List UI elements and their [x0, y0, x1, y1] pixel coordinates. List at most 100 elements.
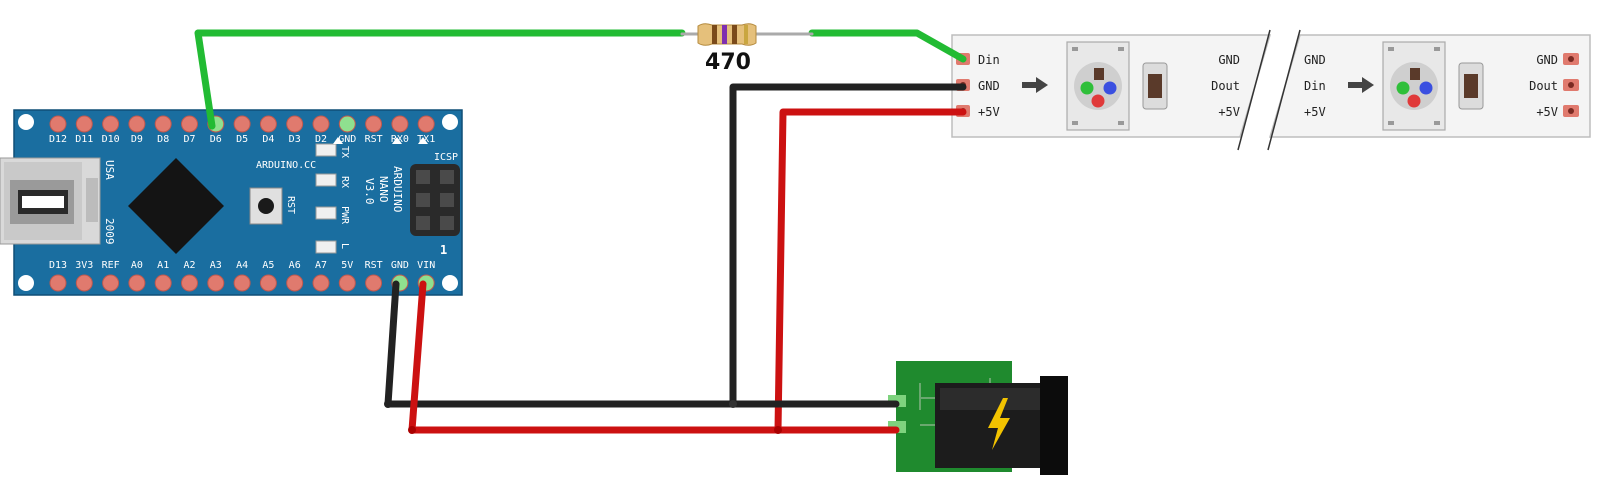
- label-gnd: GND: [978, 79, 1000, 93]
- pin-top_pins-5: [181, 115, 198, 133]
- dc-power-jack: [888, 361, 1068, 475]
- pin-label: A4: [236, 260, 248, 271]
- status-leds: [315, 143, 337, 254]
- data-wire: [194, 29, 686, 130]
- pin-top_pins-13: [391, 115, 409, 133]
- led-pwr-label: PWR: [339, 206, 350, 225]
- pin-top_pins-2: [102, 115, 120, 133]
- pin-bottom_pins-0: [49, 274, 67, 292]
- pin-label: D13: [49, 260, 67, 271]
- pin-label: REF: [102, 260, 120, 271]
- label-seg2-out-5v: +5V: [1536, 105, 1558, 119]
- pin-label: VIN: [417, 260, 435, 271]
- pin-bottom_pins-2: [102, 274, 120, 292]
- resistor-470: [680, 23, 814, 46]
- led-tx-label: TX: [339, 146, 350, 158]
- pin-bottom_pins-9: [286, 274, 304, 292]
- pin-label: D10: [102, 134, 120, 145]
- led-rx-label: RX: [339, 176, 350, 188]
- lightning-bolt-icon: [988, 398, 1010, 450]
- pin-label: RST: [365, 260, 383, 271]
- rgb-led-icon: [1382, 41, 1446, 131]
- pin-label: D2: [315, 134, 327, 145]
- label-5v: +5V: [978, 105, 1000, 119]
- rx-arrow-icon: [392, 137, 402, 144]
- label-seg1-gnd: GND: [1218, 53, 1240, 67]
- pin-label: D8: [157, 134, 169, 145]
- brand-label: ARDUINO.CC: [256, 160, 316, 171]
- pin-label: D7: [183, 134, 195, 145]
- pin-bottom_pins-11: [338, 274, 356, 292]
- microcontroller-chip: [128, 158, 224, 254]
- pin-label: TX1: [417, 134, 435, 145]
- pin-label: GND: [338, 134, 356, 145]
- reset-button[interactable]: [249, 187, 283, 225]
- pin-label: A5: [262, 260, 274, 271]
- pin-label: D9: [131, 134, 143, 145]
- pin-top_pins-8: [259, 115, 277, 133]
- smd-resistor-icon: [1458, 62, 1484, 110]
- pin-label: A6: [289, 260, 301, 271]
- strip-cut-line-2: [1267, 29, 1301, 151]
- pin-label: GND: [391, 260, 409, 271]
- pin-bottom_pins-4: [154, 274, 172, 292]
- board-name-line1: ARDUINO: [391, 166, 404, 212]
- led-l-label: L: [339, 243, 350, 249]
- pin-label: A7: [315, 260, 327, 271]
- label-seg2-gnd: GND: [1304, 53, 1326, 67]
- data-wire-strip: [808, 29, 967, 63]
- gnd-wire-strip: [729, 83, 967, 408]
- pin-bottom_pins-12: [365, 274, 383, 292]
- arrow-right-icon: [1022, 77, 1048, 93]
- rgb-led-icon: [1066, 41, 1130, 131]
- year-label: 2009: [103, 218, 116, 245]
- power-wire-strip: [774, 108, 967, 434]
- arrow-right-icon: [1348, 77, 1374, 93]
- wires: 470: [194, 23, 967, 434]
- icsp-arrow-icon: [418, 137, 428, 144]
- strip-cut-line-1: [1237, 29, 1271, 151]
- pin-bottom_pins-3: [128, 274, 146, 292]
- pin-label: D11: [75, 134, 93, 145]
- label-seg1-dout: Dout: [1211, 79, 1240, 93]
- pin-top_pins-4: [154, 115, 172, 133]
- smd-resistor-icon: [1142, 62, 1168, 110]
- usa-label: USA: [103, 160, 116, 180]
- label-din: Din: [978, 53, 1000, 67]
- pin-bottom_pins-5: [181, 274, 198, 292]
- label-seg1-5v: +5V: [1218, 105, 1240, 119]
- pin-label: A1: [157, 260, 169, 271]
- pin-bottom_pins-1: [75, 274, 93, 292]
- icsp-header: [410, 164, 460, 236]
- icsp-pin1-label: 1: [440, 243, 447, 257]
- pin-top_pins-7: [233, 115, 251, 133]
- tx-arrow-icon: [333, 137, 343, 144]
- pin-top_pins-0: [49, 115, 67, 133]
- pin-label: D6: [210, 134, 222, 145]
- resistor-value-label: 470: [705, 50, 751, 75]
- pin-label: A0: [131, 260, 143, 271]
- usb-connector-icon: [0, 157, 101, 245]
- pin-label: 5V: [341, 260, 353, 271]
- pin-bottom_pins-8: [259, 274, 277, 292]
- pin-label: A2: [183, 260, 195, 271]
- pin-top_pins-10: [312, 115, 330, 133]
- label-seg2-dout: Dout: [1529, 79, 1558, 93]
- power-wire-arduino: [408, 280, 900, 434]
- gnd-wire-arduino: [384, 280, 900, 408]
- pin-top_pins-1: [75, 115, 93, 133]
- pin-top_pins-9: [286, 115, 304, 133]
- pin-label: D3: [289, 134, 301, 145]
- pin-bottom_pins-7: [233, 274, 251, 292]
- pin-bottom_pins-6: [207, 274, 225, 292]
- icsp-label: ICSP: [434, 152, 458, 163]
- label-seg2-din: Din: [1304, 79, 1326, 93]
- pin-label: RX0: [391, 134, 409, 145]
- pin-bottom_pins-10: [312, 274, 330, 292]
- pin-label: D12: [49, 134, 67, 145]
- pin-label: 3V3: [75, 260, 93, 271]
- pin-top_pins-11: [338, 115, 356, 133]
